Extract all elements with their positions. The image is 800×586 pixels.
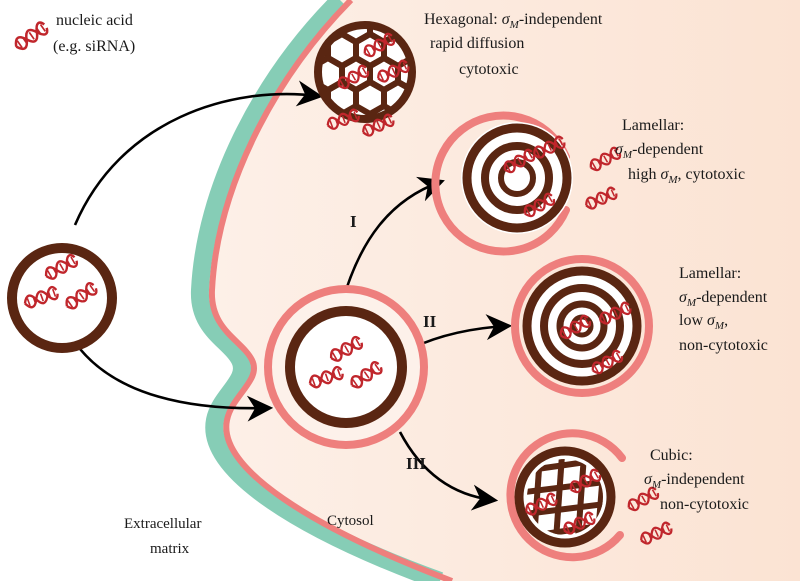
arrows	[68, 80, 513, 511]
cubic-label-line2: σM-independent	[644, 471, 745, 491]
hexagonal-label-line3: cytotoxic	[459, 61, 519, 78]
dna-icon-lamellar-high-1	[503, 148, 536, 174]
cytosol-label: Cytosol	[327, 513, 374, 529]
dna-icon-cubic-3	[563, 511, 596, 535]
dna-icon-endosome-2	[308, 365, 344, 389]
extracellular-label-line1: Extracellular	[124, 516, 201, 532]
dna-icon-hexagonal-3	[337, 64, 370, 90]
lamellar-low-label-line2: σM-dependent	[679, 289, 768, 309]
lamellar-high-label-line1: Lamellar:	[622, 117, 684, 134]
legend-label-line1: nucleic acid	[56, 12, 133, 29]
lamellar-low-label-line3: low σM,	[679, 312, 728, 332]
dna-icon-cubic-1	[525, 492, 558, 516]
dna-icon-endosome-3	[350, 361, 383, 389]
dna-icon-lamellar-high-out-2	[585, 186, 618, 210]
dna-icon-extracellular-1	[44, 254, 79, 280]
cubic-label-line3: non-cytotoxic	[660, 496, 749, 513]
lamellar-low-label-line1: Lamellar:	[679, 265, 741, 282]
cell-membrane-inner	[208, 0, 454, 584]
pathway-label-two: II	[423, 312, 437, 331]
dna-icon-lamellar-low-1	[559, 314, 592, 340]
dna-icon-lamellar-high-2	[533, 135, 566, 159]
dna-icon-lamellar-low-3	[591, 349, 624, 375]
dna-icon-endosome-1	[329, 336, 364, 362]
cell-membrane-outer	[190, 0, 444, 586]
arrow-to-endosome	[68, 334, 274, 422]
hexagonal-label-line1: Hexagonal: σM-independent	[424, 11, 603, 31]
dna-icon-legend	[14, 21, 49, 51]
dna-icon-hexagonal-2	[377, 59, 410, 83]
lamellar-high-label-line2: σM-dependent	[615, 141, 704, 161]
cubic-label-line1: Cubic:	[650, 447, 693, 464]
endosome	[264, 285, 428, 449]
dna-icon-lamellar-high-out-1	[589, 146, 622, 172]
legend-label-line2: (e.g. siRNA)	[53, 38, 135, 55]
dna-icon-hexagonal-out-1	[326, 108, 360, 130]
dna-icon-extracellular-2	[23, 285, 59, 309]
nucleic-acid-layer	[14, 21, 673, 545]
dna-icon-cubic-out-2	[640, 521, 673, 545]
arrow-pathway-one	[340, 176, 445, 304]
extracellular-lipoplex	[7, 243, 117, 353]
extracellular-label-line2: matrix	[150, 541, 190, 557]
dna-icon-lamellar-high-3	[523, 192, 556, 218]
dna-icon-cubic-2	[569, 468, 602, 494]
arrow-pathway-three	[398, 431, 499, 511]
dna-icon-cubic-out-1	[627, 486, 660, 512]
pathway-label-one: I	[350, 212, 357, 231]
pathway-label-three: III	[406, 454, 426, 473]
cubic-phase-particle	[506, 429, 626, 562]
dna-icon-extracellular-3	[65, 282, 98, 310]
lamellar-high-label-line3: high σM, cytotoxic	[628, 166, 745, 186]
dna-icon-hexagonal-1	[363, 32, 396, 58]
dna-icon-lamellar-low-2	[599, 301, 632, 325]
lamellar-low-label-line4: non-cytotoxic	[679, 337, 768, 354]
hexagonal-label-line2: rapid diffusion	[430, 35, 524, 52]
arrow-to-hexagonal	[73, 80, 324, 226]
dna-icon-hexagonal-out-2	[362, 113, 395, 137]
